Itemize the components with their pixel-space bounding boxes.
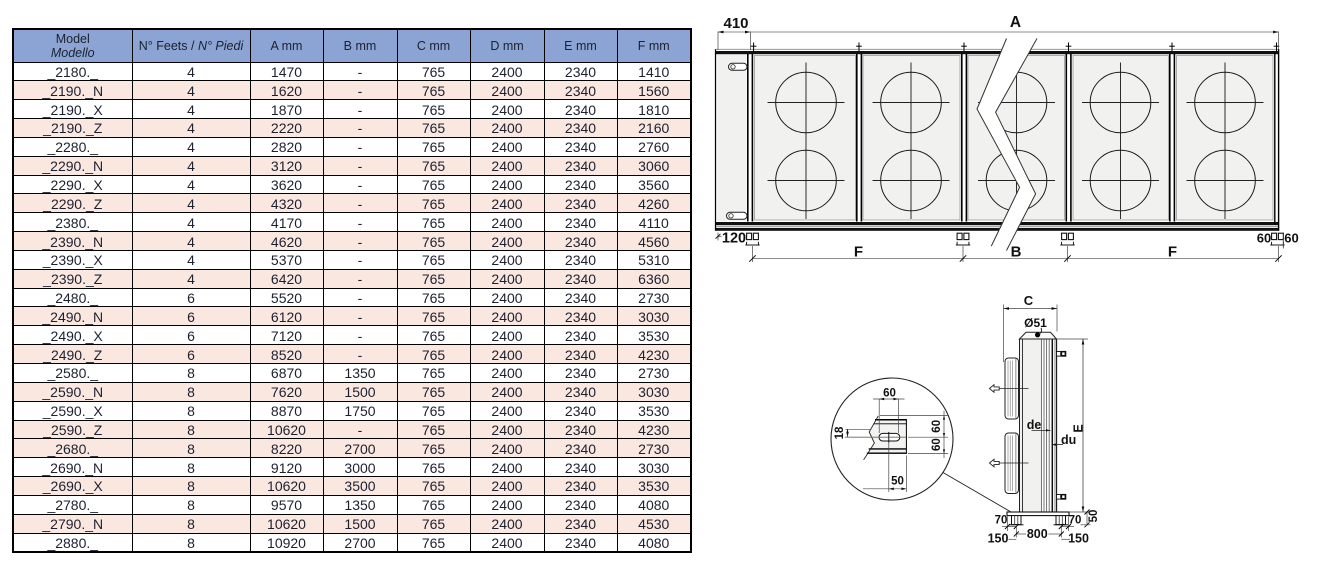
svg-text:C: C bbox=[1024, 293, 1034, 308]
svg-text:de: de bbox=[1027, 418, 1042, 432]
svg-text:Ø51: Ø51 bbox=[1024, 316, 1047, 330]
svg-text:60: 60 bbox=[1257, 230, 1271, 245]
svg-text:800: 800 bbox=[1027, 527, 1048, 541]
svg-text:60: 60 bbox=[1284, 230, 1298, 245]
svg-text:F: F bbox=[1168, 243, 1177, 260]
svg-text:B: B bbox=[1011, 243, 1022, 260]
svg-text:50: 50 bbox=[891, 476, 904, 488]
svg-text:60: 60 bbox=[883, 388, 896, 400]
svg-text:A: A bbox=[1010, 14, 1021, 31]
svg-text:F: F bbox=[854, 243, 863, 260]
svg-text:70: 70 bbox=[995, 515, 1008, 527]
svg-text:60: 60 bbox=[931, 420, 943, 433]
svg-text:60: 60 bbox=[931, 438, 943, 451]
svg-text:120: 120 bbox=[722, 231, 746, 247]
svg-text:150: 150 bbox=[988, 532, 1009, 546]
svg-text:E: E bbox=[1071, 424, 1085, 432]
svg-text:50: 50 bbox=[1088, 510, 1100, 523]
svg-text:du: du bbox=[1061, 433, 1076, 447]
svg-text:70: 70 bbox=[1069, 515, 1082, 527]
svg-text:410: 410 bbox=[723, 15, 748, 32]
svg-text:18: 18 bbox=[834, 426, 846, 439]
svg-text:150: 150 bbox=[1068, 532, 1089, 546]
